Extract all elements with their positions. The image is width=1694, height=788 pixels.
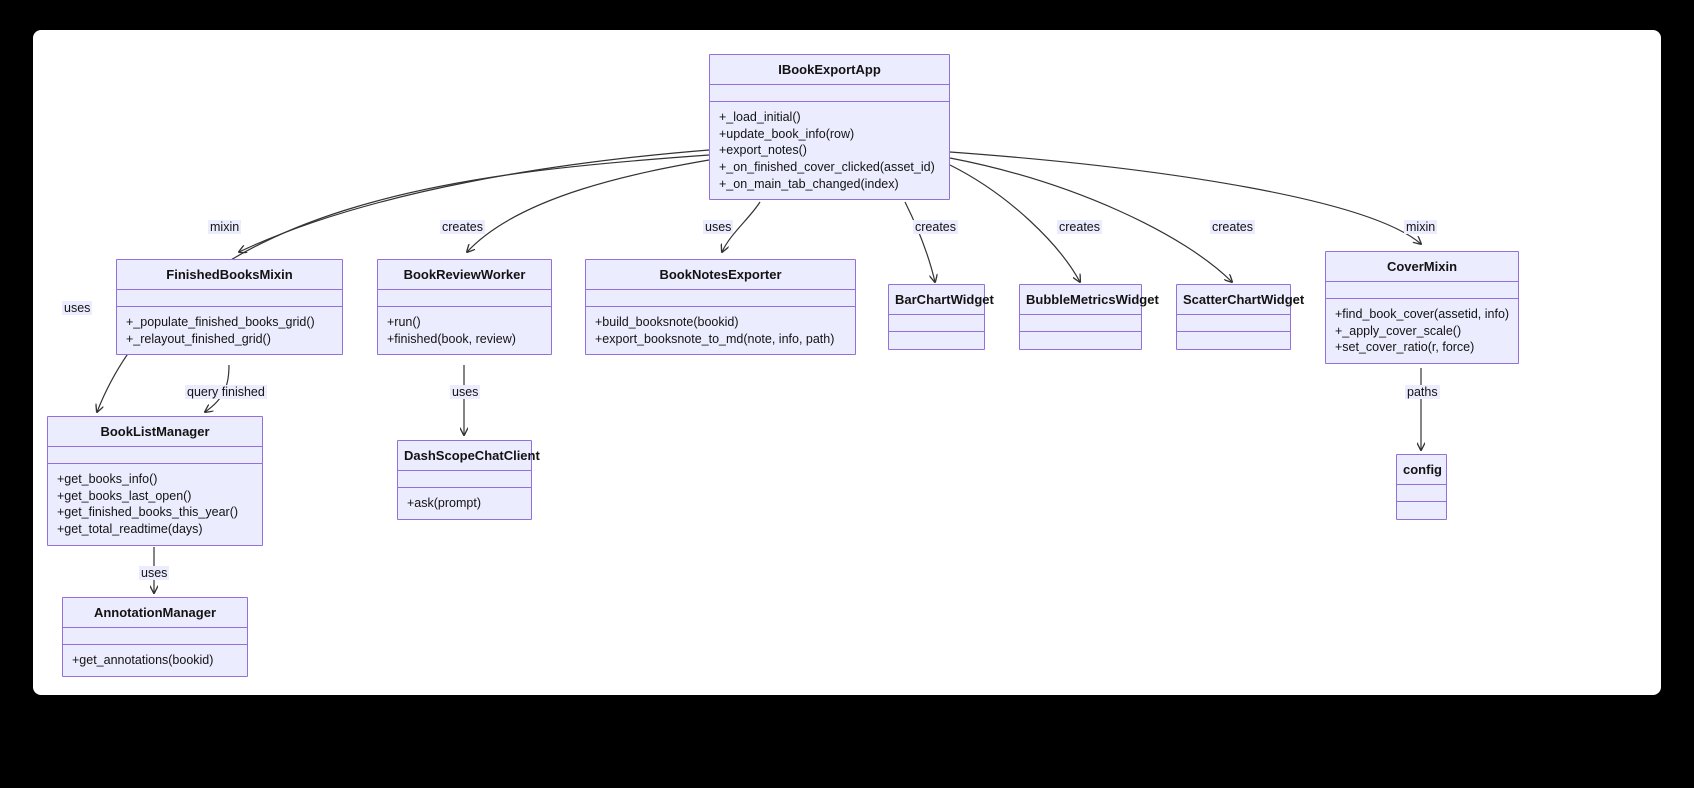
class-attributes — [117, 290, 342, 308]
class-method: +_on_finished_cover_clicked(asset_id) — [719, 160, 935, 175]
class-method: +get_finished_books_this_year() — [57, 505, 239, 520]
class-methods: +_load_initial() +update_book_info(row) … — [710, 102, 949, 199]
class-method: +export_booksnote_to_md(note, info, path… — [595, 331, 835, 346]
class-node-ibookexportapp[interactable]: IBookExportApp +_load_initial() +update_… — [709, 54, 950, 201]
class-methods: +build_booksnote(bookid) +export_booksno… — [586, 307, 855, 354]
edge-label-creates-scatterchartwidget: creates — [1210, 220, 1255, 234]
class-method: +update_book_info(row) — [719, 126, 855, 141]
class-methods — [1397, 502, 1446, 519]
class-node-booknotesexporter[interactable]: BookNotesExporter +build_booksnote(booki… — [585, 259, 856, 356]
class-methods: +run() +finished(book, review) — [378, 307, 551, 354]
class-method: +build_booksnote(bookid) — [595, 315, 739, 330]
class-method: +get_total_readtime(days) — [57, 522, 203, 537]
class-node-booklistmanager[interactable]: BookListManager +get_books_info() +get_b… — [47, 416, 263, 546]
class-methods: +get_annotations(bookid) — [63, 645, 247, 676]
class-attributes — [48, 447, 262, 465]
class-title: IBookExportApp — [710, 55, 949, 86]
edge-label-creates-bubblemetricswidget: creates — [1057, 220, 1102, 234]
class-method: +finished(book, review) — [387, 331, 516, 346]
edge-label-mixin-covermixin: mixin — [1404, 220, 1438, 234]
class-node-annotationmanager[interactable]: AnnotationManager +get_annotations(booki… — [62, 597, 248, 677]
class-title: FinishedBooksMixin — [117, 260, 342, 291]
class-attributes — [1397, 485, 1446, 503]
class-method: +_on_main_tab_changed(index) — [719, 176, 899, 191]
edge-label-paths-config: paths — [1405, 385, 1440, 399]
class-title: BookReviewWorker — [378, 260, 551, 291]
edge-label-creates-bookreviewworker: creates — [440, 220, 485, 234]
class-attributes — [1326, 282, 1518, 300]
class-title: config — [1397, 455, 1446, 486]
class-title: ScatterChartWidget — [1177, 285, 1304, 316]
class-node-finishedbooksmixin[interactable]: FinishedBooksMixin +_populate_finished_b… — [116, 259, 343, 356]
class-method: +run() — [387, 315, 421, 330]
edge-label-mixin-finishedbooksmixin: mixin — [208, 220, 242, 234]
class-attributes — [586, 290, 855, 308]
class-node-dashscopechatclient[interactable]: DashScopeChatClient +ask(prompt) — [397, 440, 540, 520]
class-method: +get_annotations(bookid) — [72, 653, 214, 668]
class-attributes — [1020, 315, 1141, 333]
class-method: +find_book_cover(assetid, info) — [1335, 307, 1510, 322]
edge-label-uses-booklistmanager: uses — [62, 301, 93, 315]
class-title: BubbleMetricsWidget — [1020, 285, 1159, 316]
class-title: BookListManager — [48, 417, 262, 448]
class-methods — [1020, 332, 1141, 349]
class-method: +get_books_last_open() — [57, 488, 192, 503]
class-node-barchartwidget[interactable]: BarChartWidget — [888, 284, 994, 351]
edge-label-uses-dashscopechatclient: uses — [450, 385, 481, 399]
edge-label-uses-annotationmanager: uses — [139, 566, 170, 580]
class-method: +_relayout_finished_grid() — [126, 331, 271, 346]
class-node-config[interactable]: config — [1396, 454, 1447, 521]
class-node-covermixin[interactable]: CoverMixin +find_book_cover(assetid, inf… — [1325, 251, 1519, 365]
class-title: BarChartWidget — [889, 285, 994, 316]
class-method: +set_cover_ratio(r, force) — [1335, 340, 1475, 355]
class-methods: +ask(prompt) — [398, 488, 531, 519]
class-title: AnnotationManager — [63, 598, 247, 629]
class-methods — [889, 332, 984, 349]
class-method: +export_notes() — [719, 143, 807, 158]
edge-label-query-finished: query finished — [185, 385, 267, 399]
class-methods: +get_books_info() +get_books_last_open()… — [48, 464, 262, 544]
class-title: BookNotesExporter — [586, 260, 855, 291]
class-method: +_apply_cover_scale() — [1335, 323, 1462, 338]
class-title: DashScopeChatClient — [398, 441, 540, 472]
class-attributes — [378, 290, 551, 308]
class-method: +_populate_finished_books_grid() — [126, 315, 315, 330]
class-attributes — [710, 85, 949, 103]
class-attributes — [63, 628, 247, 646]
class-attributes — [1177, 315, 1290, 333]
class-node-scatterchartwidget[interactable]: ScatterChartWidget — [1176, 284, 1304, 351]
class-methods: +_populate_finished_books_grid() +_relay… — [117, 307, 342, 354]
class-title: CoverMixin — [1326, 252, 1518, 283]
class-method: +get_books_info() — [57, 472, 158, 487]
class-node-bookreviewworker[interactable]: BookReviewWorker +run() +finished(book, … — [377, 259, 552, 356]
class-attributes — [889, 315, 984, 333]
class-methods — [1177, 332, 1290, 349]
class-method: +ask(prompt) — [407, 496, 481, 511]
class-methods: +find_book_cover(assetid, info) +_apply_… — [1326, 299, 1518, 363]
class-method: +_load_initial() — [719, 110, 801, 125]
edge-label-uses-booknotesexporter: uses — [703, 220, 734, 234]
edge-label-creates-barchartwidget: creates — [913, 220, 958, 234]
class-node-bubblemetricswidget[interactable]: BubbleMetricsWidget — [1019, 284, 1159, 351]
class-attributes — [398, 471, 531, 489]
